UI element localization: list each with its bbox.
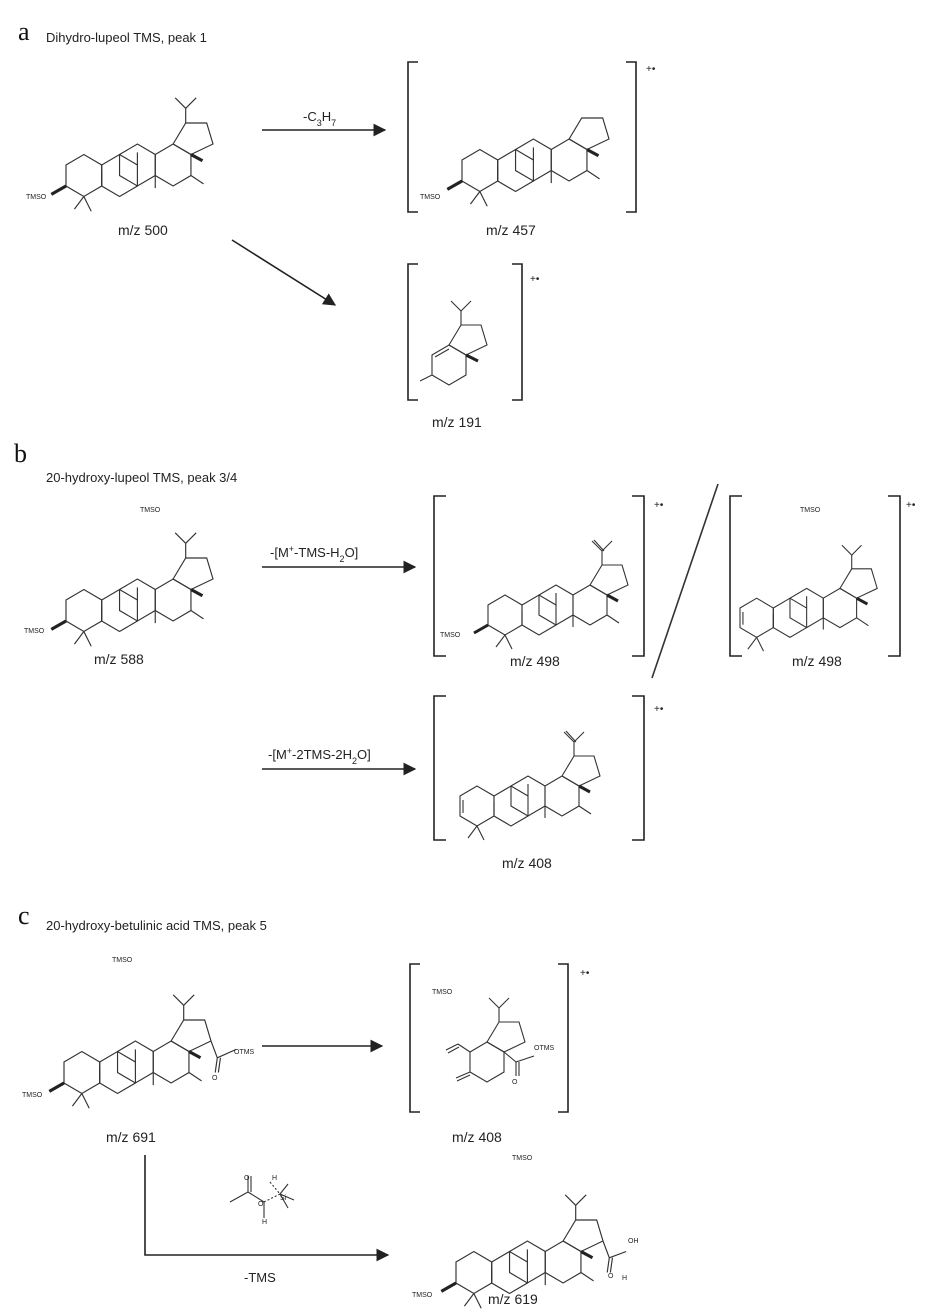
bracket-right xyxy=(558,963,569,1113)
tmso-label: TMSO xyxy=(26,194,47,201)
carbonyl-o-label: O xyxy=(512,1079,518,1086)
carbonyl-o-label: O xyxy=(212,1075,218,1082)
radical-cation-label: +• xyxy=(530,274,540,285)
tmso-label: TMSO xyxy=(24,628,45,635)
panel-a-parent-mz: m/z 500 xyxy=(118,222,168,238)
panel-b: b 20-hydroxy-lupeol TMS, peak 3/4 TMSO T… xyxy=(14,439,916,871)
tmso-label: TMSO xyxy=(22,1092,43,1099)
fragment-619-structure xyxy=(439,1194,627,1310)
dihydro-lupeol-structure xyxy=(49,97,215,213)
bracket-left xyxy=(407,263,418,401)
bracket-right xyxy=(888,495,901,657)
tmso-label: TMSO xyxy=(800,507,821,514)
panel-a-frag2-mz: m/z 191 xyxy=(432,414,482,430)
panel-c-letter: c xyxy=(18,901,30,930)
transition-o2-label: O xyxy=(258,1201,264,1208)
carbonyl-o-label: O xyxy=(608,1273,614,1280)
panel-b-parent-mz: m/z 588 xyxy=(94,651,144,667)
fragment-457-structure xyxy=(445,116,611,208)
panel-c-frag1-mz: m/z 408 xyxy=(452,1129,502,1145)
bracket-left xyxy=(433,695,446,841)
h-label: H xyxy=(622,1275,627,1282)
oh-label: OH xyxy=(628,1238,639,1245)
bracket-left xyxy=(433,495,446,657)
radical-cation-label: +• xyxy=(654,500,664,511)
panel-b-letter: b xyxy=(14,439,27,468)
panel-b-frag1-mz: m/z 498 xyxy=(510,653,560,669)
arrow-a-to-191 xyxy=(231,239,337,306)
panel-b-frag2-mz: m/z 498 xyxy=(792,653,842,669)
transition-h2-label: H xyxy=(262,1219,267,1226)
fragment-408-structure xyxy=(458,730,602,842)
bracket-left xyxy=(409,963,420,1113)
transition-h-label: H xyxy=(272,1175,277,1182)
transition-si-label: Si xyxy=(280,1195,287,1202)
panel-b-loss2-label: -[M+-2TMS-2H2O] xyxy=(268,746,371,766)
bracket-right xyxy=(632,495,645,657)
fragment-498-b-structure xyxy=(738,544,879,653)
tmso-label: TMSO xyxy=(112,957,133,964)
bracket-right xyxy=(626,61,637,213)
transition-o-label: O xyxy=(244,1175,250,1182)
panel-c-title: 20-hydroxy-betulinic acid TMS, peak 5 xyxy=(46,918,267,933)
tmso-label: TMSO xyxy=(512,1155,533,1162)
radical-cation-label: +• xyxy=(646,64,656,75)
panel-b-loss1-label: -[M+-TMS-H2O] xyxy=(270,544,358,564)
panel-c: c 20-hydroxy-betulinic acid TMS, peak 5 … xyxy=(18,901,639,1310)
hydroxy-betulinic-acid-structure xyxy=(47,994,237,1110)
fragment-498-a-structure xyxy=(472,539,630,651)
fragment-c-408-structure xyxy=(445,997,535,1083)
bracket-right xyxy=(632,695,645,841)
otms-label: OTMS xyxy=(234,1049,255,1056)
panel-a: a Dihydro-lupeol TMS, peak 1 TMSO m/z 50… xyxy=(18,17,656,430)
hydroxy-lupeol-structure xyxy=(49,532,215,648)
tmso-label: TMSO xyxy=(420,194,441,201)
panel-a-title: Dihydro-lupeol TMS, peak 1 xyxy=(46,30,207,45)
panel-c-parent-mz: m/z 691 xyxy=(106,1129,156,1145)
radical-cation-label: +• xyxy=(580,968,590,979)
bracket-left xyxy=(407,61,418,213)
tmso-label: TMSO xyxy=(440,632,461,639)
panel-a-frag1-mz: m/z 457 xyxy=(486,222,536,238)
otms-label: OTMS xyxy=(534,1045,555,1052)
tmso-label: TMSO xyxy=(140,507,161,514)
silyl-transfer-transition-state xyxy=(229,1176,295,1218)
arrow-c-to-619 xyxy=(144,1155,390,1262)
panel-b-frag3-mz: m/z 408 xyxy=(502,855,552,871)
panel-a-letter: a xyxy=(18,17,30,46)
tmso-label: TMSO xyxy=(412,1292,433,1299)
fragment-191-structure xyxy=(419,300,488,386)
radical-cation-label: +• xyxy=(906,500,916,511)
bracket-right xyxy=(512,263,523,401)
panel-b-title: 20-hydroxy-lupeol TMS, peak 3/4 xyxy=(46,470,237,485)
panel-c-frag2-mz: m/z 619 xyxy=(488,1291,538,1307)
panel-a-loss-label: -C3H7 xyxy=(303,109,336,128)
tmso-label: TMSO xyxy=(432,989,453,996)
bracket-left xyxy=(729,495,742,657)
panel-c-loss-label: -TMS xyxy=(244,1270,276,1285)
alternative-divider xyxy=(651,483,719,679)
radical-cation-label: +• xyxy=(654,704,664,715)
